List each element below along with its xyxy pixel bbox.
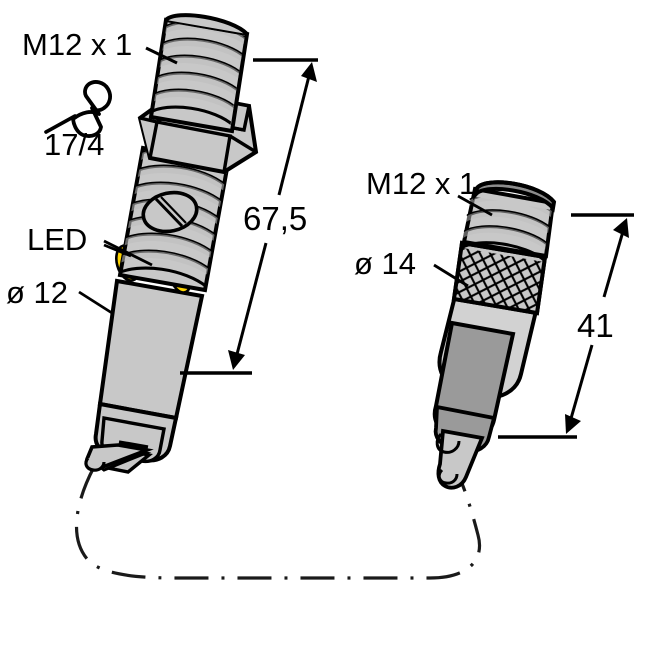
thread-lines-upper: [150, 22, 245, 128]
sensor-thread-callout: M12 x 1: [22, 27, 178, 65]
sensor-lower-thread: [117, 145, 231, 293]
dimension-67-5-value: 67,5: [243, 200, 307, 237]
connector-thread-label: M12 x 1: [366, 166, 476, 201]
cable-run: [74, 466, 481, 580]
dimension-67-5: 67,5: [180, 58, 318, 375]
sensor-body: [93, 278, 205, 464]
sensor-thread-label: M12 x 1: [22, 27, 132, 62]
dimension-41-value: 41: [577, 307, 614, 344]
sensor-diameter-label: ø 12: [6, 275, 68, 310]
proximity-sensor: [84, 13, 259, 474]
connector-diameter-label: ø 14: [354, 246, 416, 281]
wrench-icon: 17/4: [44, 80, 112, 162]
adjustment-screw: [141, 190, 199, 234]
connector-cable-tail: [435, 428, 485, 490]
led-label: LED: [27, 222, 87, 257]
connector-thread: [461, 180, 557, 262]
sensor-cable-tail: [84, 440, 154, 474]
connector-knurl-grip: [451, 240, 548, 316]
led-callout: LED: [27, 222, 153, 267]
sensor-diameter-callout: ø 12: [6, 275, 113, 315]
dimension-41: 41: [498, 213, 634, 439]
wrench-size-label: 17/4: [44, 127, 104, 162]
sensor-upper-thread: [148, 13, 250, 134]
connector-thread-callout: M12 x 1: [366, 166, 493, 217]
connector-diameter-callout: ø 14: [354, 246, 469, 288]
m12-connector: [432, 180, 557, 490]
